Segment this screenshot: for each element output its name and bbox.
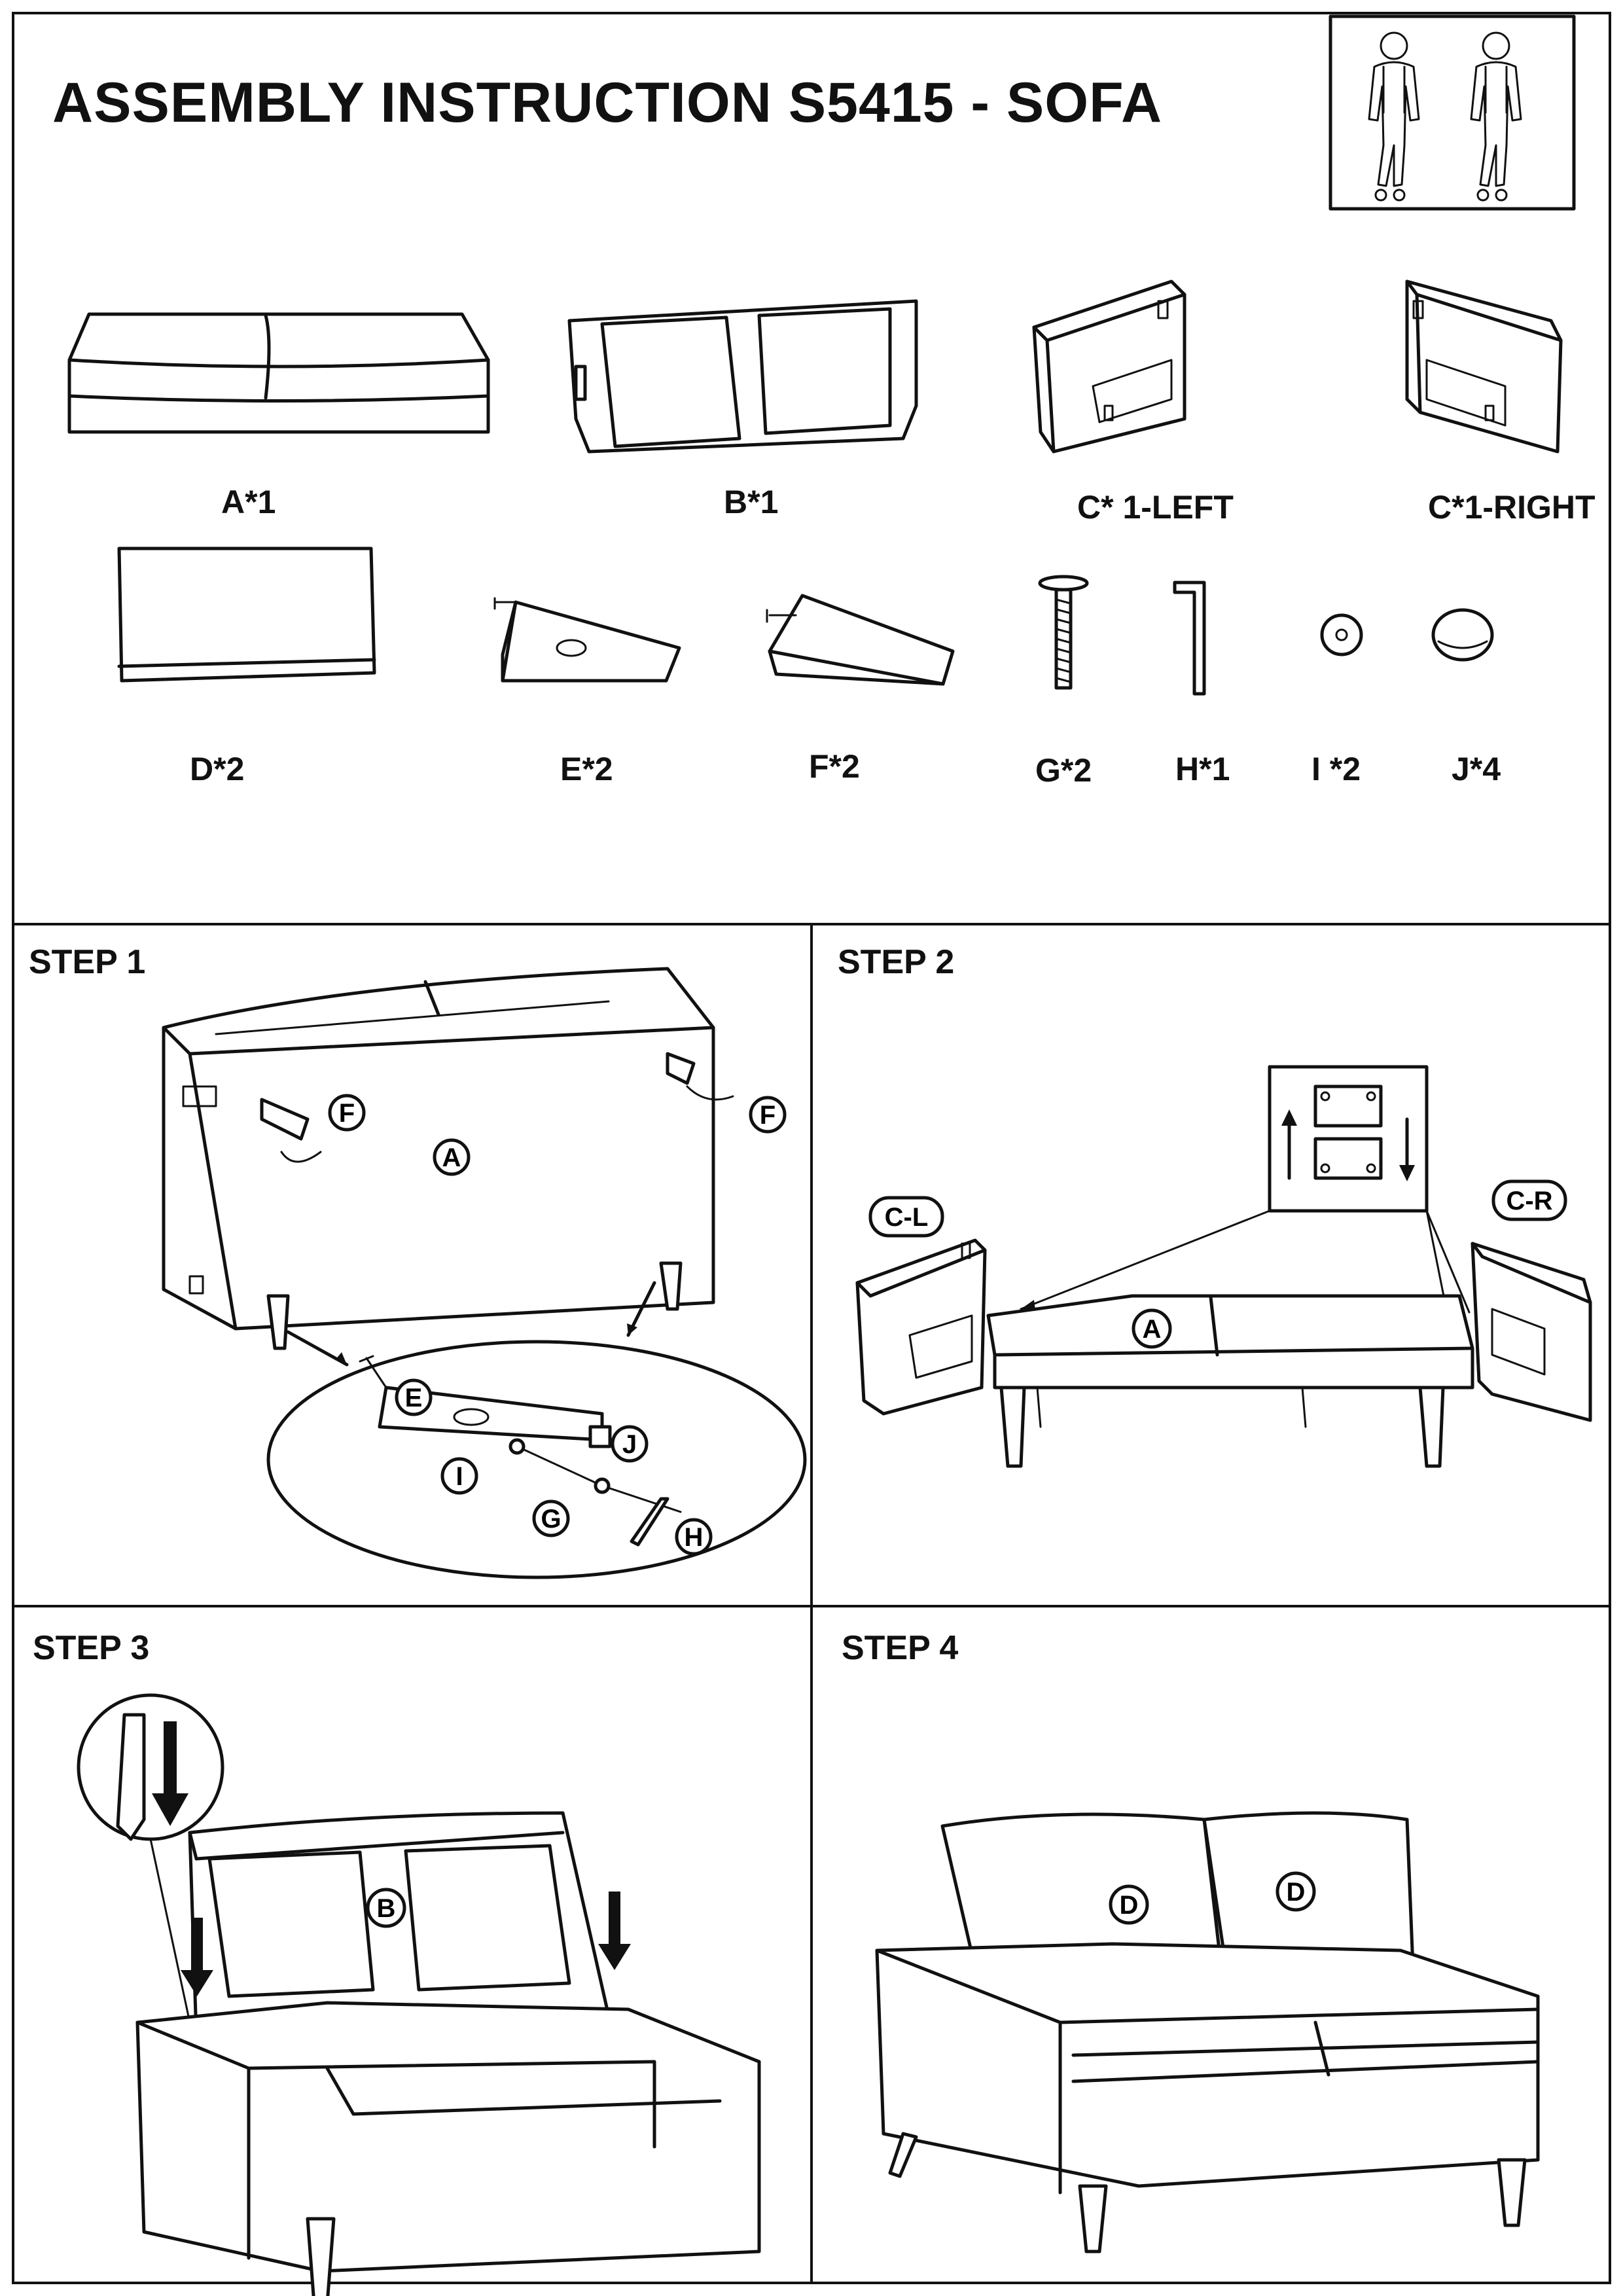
part-a-label: A*1 <box>221 484 276 520</box>
step-2-title: STEP 2 <box>838 943 955 981</box>
part-g-label: G*2 <box>1035 752 1092 789</box>
callout-b: B <box>377 1894 396 1923</box>
part-i-label: I *2 <box>1311 751 1361 787</box>
part-c-right-label: C*1-RIGHT <box>1428 489 1596 526</box>
step-4-diagram: D D <box>875 1811 1540 2253</box>
part-j-label: J*4 <box>1452 751 1501 787</box>
part-e-leg-drawing <box>493 597 681 683</box>
callout-a: A <box>442 1143 461 1172</box>
callout-f-left: F <box>339 1099 355 1128</box>
step-1-diagram: F A F E J I G H <box>162 967 807 1579</box>
part-h-allen-key-drawing <box>1173 581 1206 696</box>
step-3-diagram: B <box>77 1693 761 2296</box>
part-f-label: F*2 <box>809 748 860 785</box>
part-j-felt-pad-drawing <box>1431 608 1494 662</box>
page-title: ASSEMBLY INSTRUCTION S5415 - SOFA <box>52 71 1163 134</box>
callout-c-left: C-L <box>885 1203 929 1232</box>
callout-e: E <box>405 1384 423 1412</box>
callout-c-right: C-R <box>1506 1187 1552 1215</box>
part-i-washer-drawing <box>1320 613 1363 656</box>
part-a-seat-drawing <box>67 312 490 434</box>
callout-a-step2: A <box>1143 1315 1162 1344</box>
callout-d-right: D <box>1287 1878 1306 1907</box>
callout-h: H <box>685 1523 704 1552</box>
part-e-label: E*2 <box>560 751 613 787</box>
step-1-title: STEP 1 <box>29 943 146 981</box>
callout-g: G <box>541 1505 561 1534</box>
part-c-left-armrest-drawing <box>1032 279 1186 454</box>
part-b-backrest-drawing <box>567 299 918 454</box>
part-f-leg-drawing <box>766 594 955 686</box>
callout-j: J <box>622 1430 637 1459</box>
step-4-title: STEP 4 <box>842 1629 959 1667</box>
part-h-label: H*1 <box>1175 751 1230 787</box>
callout-d-left: D <box>1120 1891 1139 1920</box>
part-c-right-armrest-drawing <box>1405 279 1563 454</box>
two-persons-icon <box>1329 14 1576 211</box>
part-d-cushion-drawing <box>117 547 376 683</box>
divider-steps-column <box>810 923 813 2284</box>
part-b-label: B*1 <box>724 484 779 520</box>
callout-i: I <box>455 1462 463 1491</box>
step-2-diagram: A C-L C-R <box>855 1065 1592 1468</box>
part-d-label: D*2 <box>190 751 245 787</box>
part-g-bolt-drawing <box>1038 575 1089 690</box>
step-3-title: STEP 3 <box>33 1629 150 1667</box>
part-c-left-label: C* 1-LEFT <box>1077 489 1234 526</box>
callout-f-right: F <box>760 1101 776 1130</box>
